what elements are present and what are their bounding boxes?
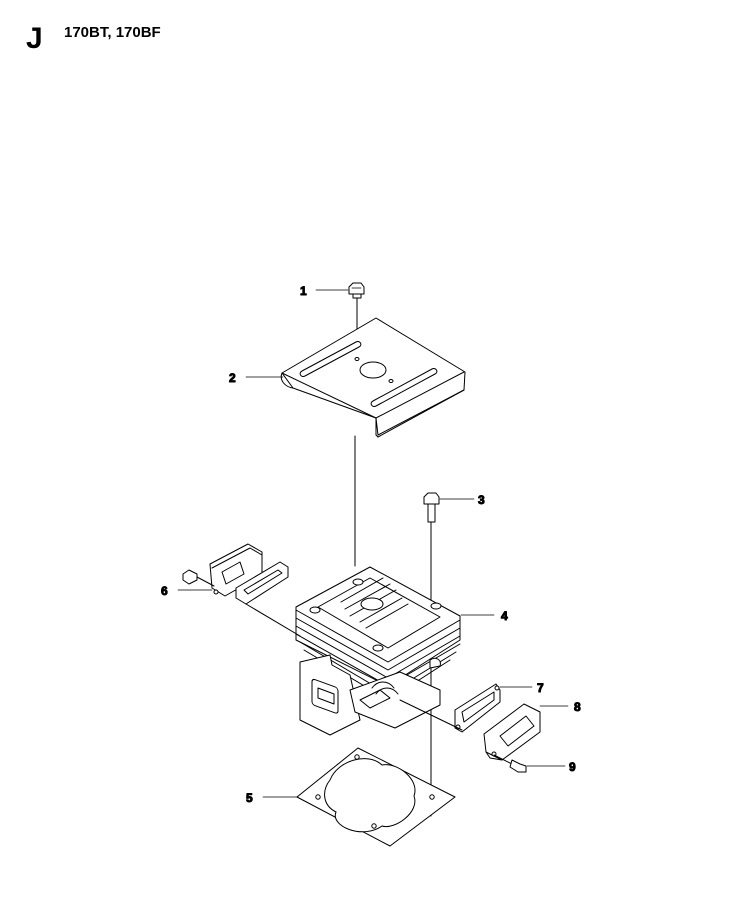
section-letter: J [26,22,43,55]
bolt-part [423,492,440,817]
callout-1: 1 [300,284,307,298]
muffler-flange-part [483,703,541,761]
callout-7: 7 [537,681,544,695]
callout-6: 6 [161,584,168,598]
model-title: 170BT, 170BF [64,24,161,41]
screw-right-part [493,754,527,773]
callout-leaders [177,289,569,798]
callout-3: 3 [478,493,485,507]
callout-4: 4 [501,609,508,623]
intake-flange-left-part [182,543,301,637]
callout-2: 2 [229,371,236,385]
callout-5: 5 [246,791,253,805]
cover-plate-part [280,317,466,438]
cylinder-part [295,566,461,736]
base-gasket-part [296,747,456,847]
callout-8: 8 [574,700,581,714]
callout-9: 9 [569,760,576,774]
exhaust-gasket-part [454,683,501,733]
